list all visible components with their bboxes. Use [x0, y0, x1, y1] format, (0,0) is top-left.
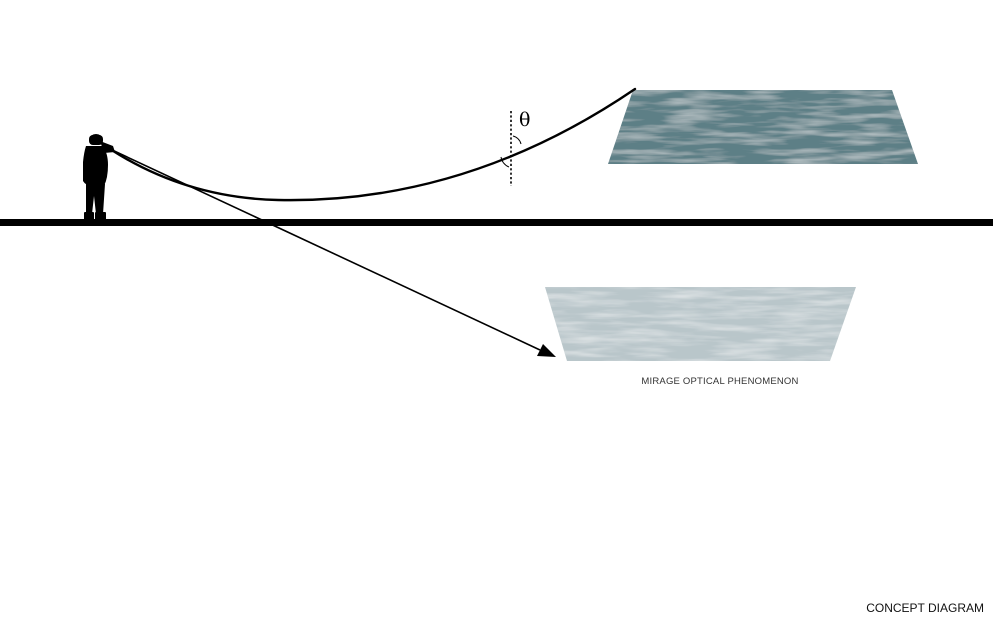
mirage-caption: MIRAGE OPTICAL PHENOMENON [641, 376, 799, 387]
ground-line [0, 219, 993, 226]
line-of-sight-ray [109, 148, 541, 351]
angle-arc-upper [512, 135, 522, 145]
real-water-surface [608, 90, 918, 164]
angle-arc [500, 156, 510, 168]
arrow-head-icon [537, 344, 556, 357]
refracted-light-ray [108, 87, 637, 202]
mirage-water-surface [545, 287, 856, 361]
concept-diagram-title: CONCEPT DIAGRAM [866, 601, 984, 615]
angle-label: θ [519, 109, 530, 131]
person-silhouette-icon [83, 134, 115, 220]
